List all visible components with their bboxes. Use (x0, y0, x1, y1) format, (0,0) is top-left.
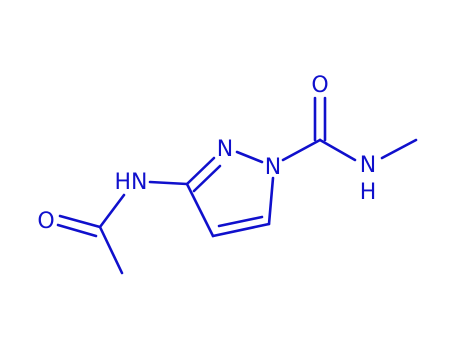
ring-n-carbonyl-bond (281, 138, 322, 162)
atom-amide-nitrogen: N (360, 153, 376, 178)
atom-acetyl-oxygen: O (37, 209, 54, 234)
ring-c4-c5-inner-bond (217, 215, 264, 228)
atom-amide-hydrogen: H (360, 180, 377, 205)
n-methyl-bond (380, 138, 418, 160)
atom-ring-nitrogen-2: N (217, 137, 233, 162)
acetyl-double-bond-b (56, 223, 98, 238)
atom-labels: O N H N N HN O (37, 73, 376, 234)
c3-nh-bond (148, 180, 189, 186)
atom-acetamido-nitrogen: HN (115, 170, 148, 195)
atom-ring-nitrogen-1: N (265, 155, 281, 180)
bonds (56, 96, 418, 275)
acetyl-double-bond-a (58, 214, 102, 229)
ring-c4-c5-bond (211, 222, 271, 238)
acetyl-methyl-bond (98, 225, 124, 275)
ring-c3-c4-bond (185, 182, 215, 238)
carboxamide-c-n-bond (318, 138, 357, 162)
nh-acetyl-bond (98, 193, 126, 229)
ring-c3-n2-inner-bond (192, 164, 222, 193)
ring-n-n-bond (235, 150, 264, 164)
ring-c3-n2-bond (185, 156, 216, 186)
ring-c5-n1-bond (267, 176, 275, 226)
atom-amide-oxygen: O (311, 73, 328, 98)
